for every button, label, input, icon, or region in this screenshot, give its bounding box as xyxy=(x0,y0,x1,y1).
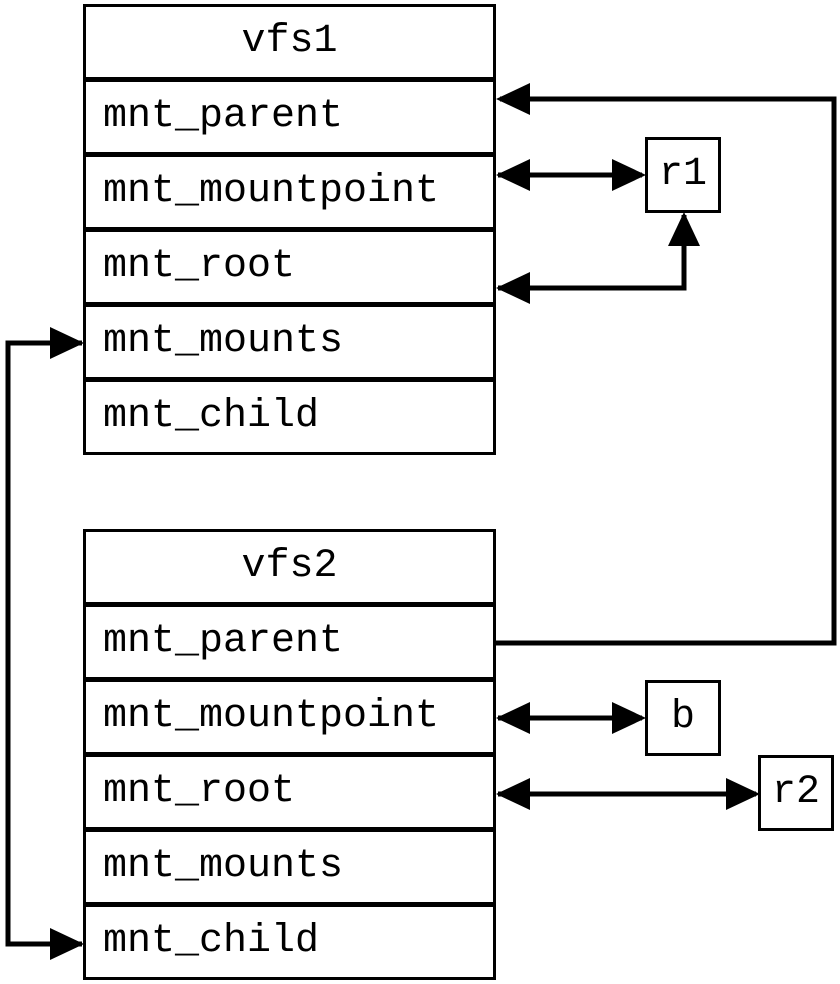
arrowhead-vfs1-mountpoint xyxy=(496,159,530,191)
vfs2-parent-to-vfs1-link xyxy=(496,96,837,646)
node-r1: r1 xyxy=(645,137,721,213)
vfs2-field-mnt-mounts: mnt_mounts xyxy=(83,829,496,905)
vfs1-struct: vfs1 mnt_parent mnt_mountpoint mnt_root … xyxy=(83,4,496,456)
vfs1-field-mnt-mounts: mnt_mounts xyxy=(83,304,496,380)
vfs1-title: vfs1 xyxy=(83,4,496,80)
vfs2-field-mnt-root: mnt_root xyxy=(83,754,496,830)
arrowhead-b-left xyxy=(612,702,646,734)
vfs1-field-mnt-parent: mnt_parent xyxy=(83,79,496,155)
vfs2-title: vfs2 xyxy=(83,529,496,605)
arrowhead-r1-bottom xyxy=(668,212,700,246)
vfs2-field-mnt-parent: mnt_parent xyxy=(83,604,496,680)
vfs1-field-mnt-child: mnt_child xyxy=(83,379,496,455)
arrowhead-r2-left xyxy=(726,778,760,810)
arrowhead-vfs1-root xyxy=(496,272,530,304)
vfs2-struct: vfs2 mnt_parent mnt_mountpoint mnt_root … xyxy=(83,529,496,981)
arrowhead-vfs2-mountpoint xyxy=(496,702,530,734)
arrowhead-vfs2-root xyxy=(496,778,530,810)
arrowhead-vfs2-child xyxy=(50,928,84,960)
node-r2: r2 xyxy=(758,755,834,831)
node-b: b xyxy=(645,680,721,756)
arrowhead-vfs1-mounts xyxy=(50,327,84,359)
vfs1-field-mnt-mountpoint: mnt_mountpoint xyxy=(83,154,496,230)
vfs2-field-mnt-mountpoint: mnt_mountpoint xyxy=(83,679,496,755)
mounts-child-link xyxy=(5,340,82,947)
vfs1-field-mnt-root: mnt_root xyxy=(83,229,496,305)
arrowhead-vfs1-parent xyxy=(496,83,530,115)
arrowhead-r1-left xyxy=(612,159,646,191)
vfs2-field-mnt-child: mnt_child xyxy=(83,904,496,980)
